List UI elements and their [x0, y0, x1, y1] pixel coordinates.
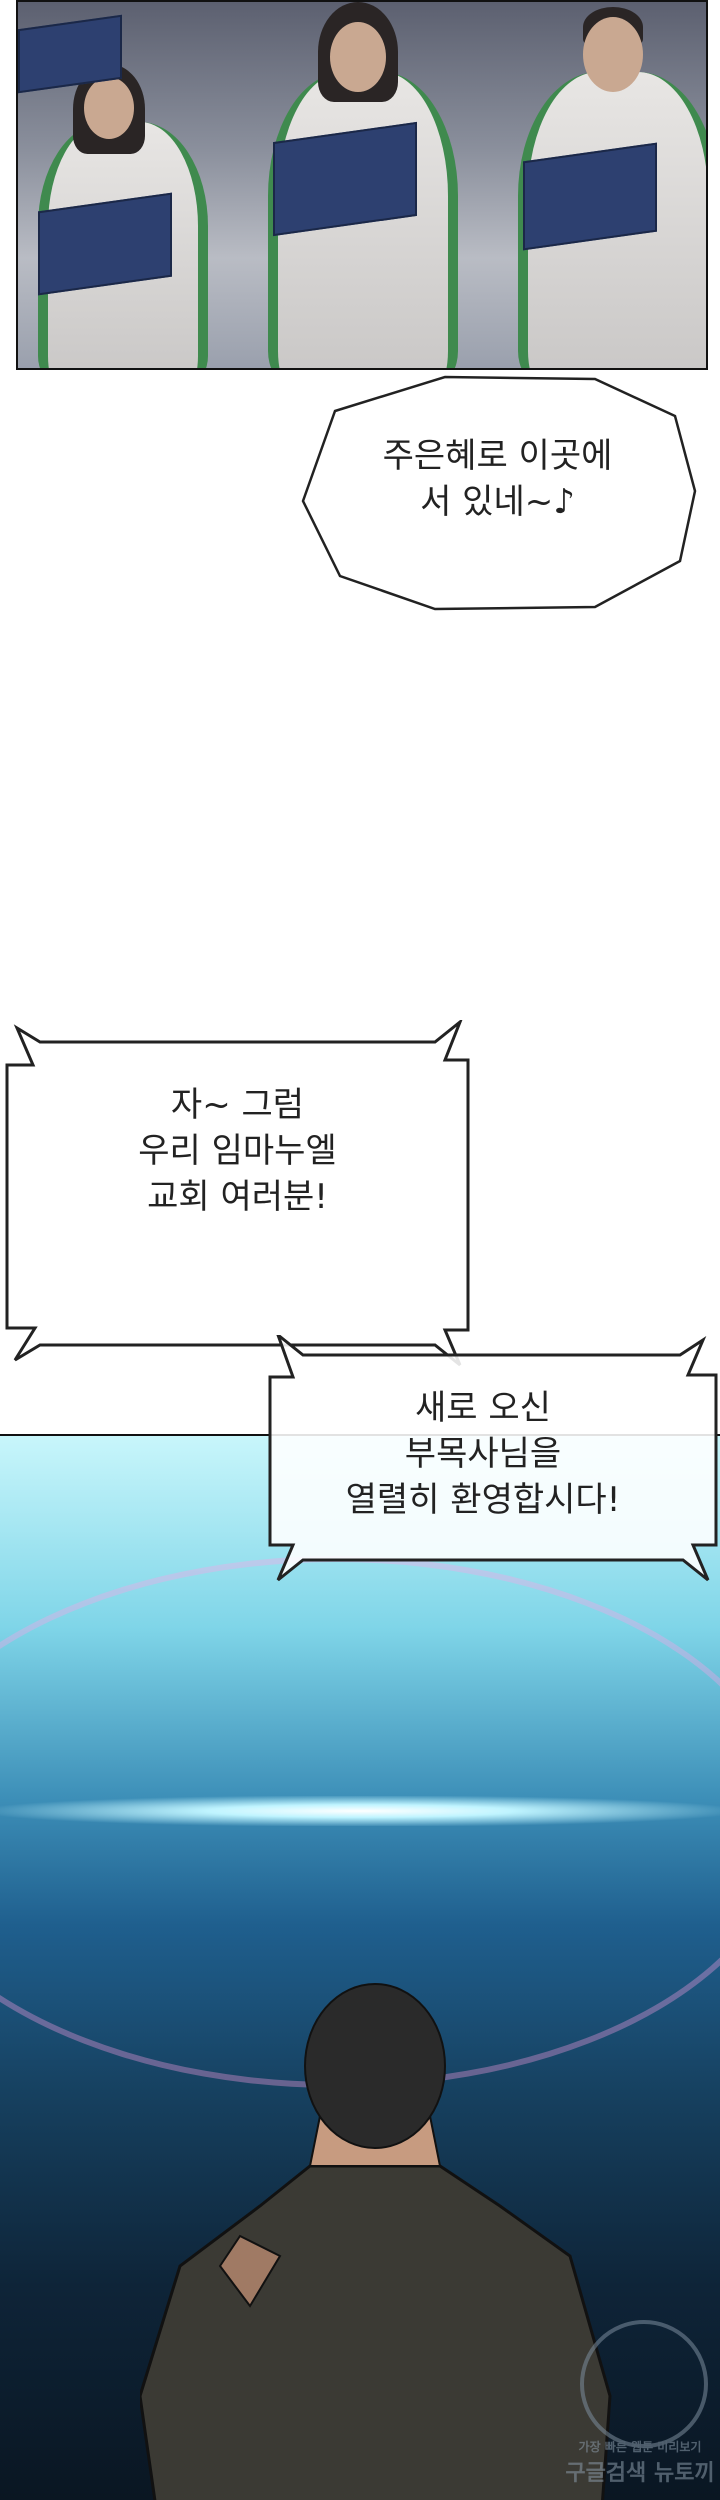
watermark-line2: 구글검색 뉴토끼 [565, 2461, 715, 2486]
choir-panel [16, 0, 708, 370]
bubble-line: 우리 임마누엘 [138, 1131, 337, 1171]
singer-face [84, 77, 134, 139]
stage-panel [0, 1436, 720, 2500]
speech-bubble-greeting: 자~ 그럼 우리 임마누엘 교회 여러분! [5, 1020, 470, 1370]
singer-face [330, 22, 386, 92]
hymn-book [523, 142, 657, 251]
speech-bubble-singing: 주은혜로 이곳에 서 있네~♪ [295, 371, 700, 613]
watermark: 가장 빠른 웹툰 미리보기 구글검색 뉴토끼 [560, 2310, 720, 2490]
singer-face [583, 17, 643, 92]
bubble-line: 열렬히 환영합시다! [345, 1480, 621, 1520]
watermark-line1: 가장 빠른 웹툰 미리보기 [578, 2440, 702, 2454]
bubble-line: 새로 오신 [415, 1388, 551, 1428]
bubble-line: 서 있네~♪ [420, 482, 575, 522]
bubble-line: 부목사님을 [404, 1434, 562, 1474]
bubble-line: 주은혜로 이곳에 [382, 436, 613, 476]
bubble-line: 교회 여러분! [147, 1177, 328, 1217]
speech-bubble-welcome: 새로 오신 부목사님을 열렬히 환영합시다! [248, 1335, 718, 1585]
bubble-line: 자~ 그럼 [170, 1085, 305, 1125]
pastor-figure [140, 1983, 612, 2500]
light-flare [0, 1796, 720, 1826]
watermark-logo [580, 2320, 708, 2448]
